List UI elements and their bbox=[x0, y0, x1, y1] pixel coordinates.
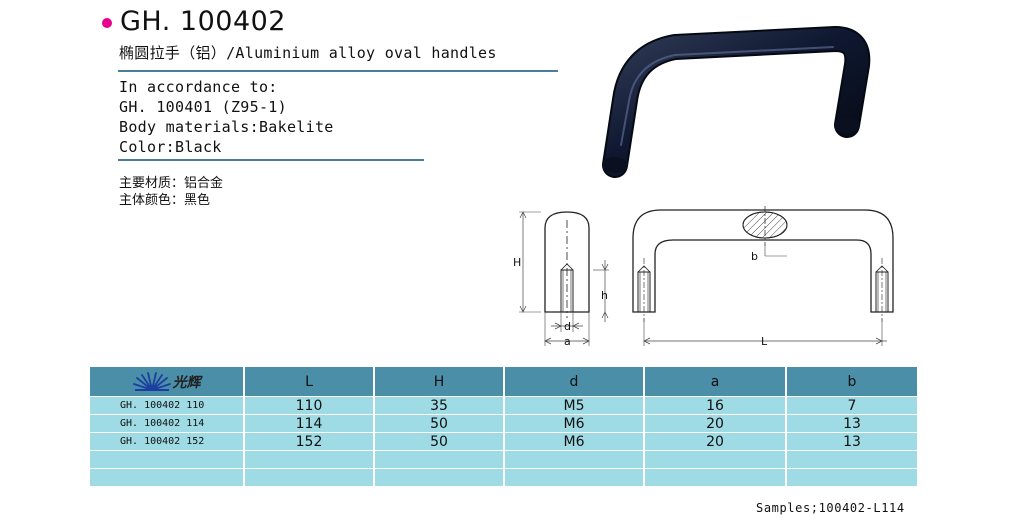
cell-L: 114 bbox=[244, 414, 375, 433]
cell-b bbox=[786, 450, 919, 469]
handle-product-image bbox=[602, 26, 871, 178]
cell-model bbox=[90, 468, 245, 487]
col-header-a: a bbox=[644, 367, 787, 397]
col-header-b: b bbox=[786, 367, 919, 397]
col-header-d: d bbox=[504, 367, 645, 397]
brand-name: 光辉 bbox=[172, 374, 201, 391]
col-header-H: H bbox=[374, 367, 505, 397]
spec-standard-label: In accordance to: bbox=[119, 78, 278, 96]
cell-b: 7 bbox=[786, 396, 919, 415]
cn-material: 主要材质：铝合金 bbox=[119, 176, 224, 191]
cell-b bbox=[786, 468, 919, 487]
dim-label-L: L bbox=[761, 335, 768, 348]
cell-a: 16 bbox=[644, 396, 787, 415]
page-title: GH. 100402 bbox=[120, 6, 286, 37]
cell-H bbox=[374, 468, 505, 487]
cell-d: M6 bbox=[504, 414, 645, 433]
spec-material: Body materials:Bakelite bbox=[119, 118, 334, 136]
cell-model: GH. 100402 152 bbox=[90, 432, 245, 451]
dim-label-a: a bbox=[564, 335, 571, 348]
samples-note: Samples;100402-L114 bbox=[756, 501, 905, 515]
table-row: GH. 100402 114 114 50 M6 20 13 bbox=[90, 414, 919, 433]
cell-L bbox=[244, 468, 375, 487]
divider bbox=[118, 70, 558, 72]
table-row: GH. 100402 152 152 50 M6 20 13 bbox=[90, 432, 919, 451]
dim-label-d: d bbox=[564, 320, 571, 333]
cell-d: M6 bbox=[504, 432, 645, 451]
table-row: GH. 100402 110 110 35 M5 16 7 bbox=[90, 396, 919, 415]
front-view-drawing: b L bbox=[632, 206, 894, 348]
cn-color: 主体颜色：黑色 bbox=[119, 193, 211, 208]
cell-model bbox=[90, 450, 245, 469]
table-row bbox=[90, 468, 919, 487]
cell-H: 35 bbox=[374, 396, 505, 415]
cell-L bbox=[244, 450, 375, 469]
brand-logo-cell: 光辉 bbox=[90, 367, 245, 397]
page-subtitle: 椭圆拉手（铝）/Aluminium alloy oval handles bbox=[119, 44, 497, 62]
cell-L: 110 bbox=[244, 396, 375, 415]
cell-H: 50 bbox=[374, 432, 505, 451]
spec-standard-value: GH. 100401 (Z95-1) bbox=[119, 98, 287, 116]
side-view-drawing: H h d a bbox=[513, 211, 609, 348]
cell-d bbox=[504, 468, 645, 487]
sunrise-logo-icon bbox=[132, 371, 171, 391]
table-header-row: 光辉 L H d a b bbox=[90, 367, 919, 397]
col-header-L: L bbox=[244, 367, 375, 397]
cell-a bbox=[644, 450, 787, 469]
dim-label-H: H bbox=[513, 256, 521, 269]
cell-L: 152 bbox=[244, 432, 375, 451]
cell-H bbox=[374, 450, 505, 469]
cell-b: 13 bbox=[786, 432, 919, 451]
cell-H: 50 bbox=[374, 414, 505, 433]
cell-a: 20 bbox=[644, 414, 787, 433]
cell-d bbox=[504, 450, 645, 469]
cell-a: 20 bbox=[644, 432, 787, 451]
cell-a bbox=[644, 468, 787, 487]
cell-d: M5 bbox=[504, 396, 645, 415]
dimension-table: 光辉 L H d a b GH. 100402 110 110 35 M5 16… bbox=[90, 367, 919, 487]
table-row bbox=[90, 450, 919, 469]
dim-label-h: h bbox=[601, 289, 608, 302]
spec-color: Color:Black bbox=[119, 138, 222, 156]
divider bbox=[118, 159, 424, 161]
cell-model: GH. 100402 114 bbox=[90, 414, 245, 433]
dim-label-b: b bbox=[751, 250, 758, 263]
cell-b: 13 bbox=[786, 414, 919, 433]
cell-model: GH. 100402 110 bbox=[90, 396, 245, 415]
bullet-icon bbox=[102, 18, 112, 28]
